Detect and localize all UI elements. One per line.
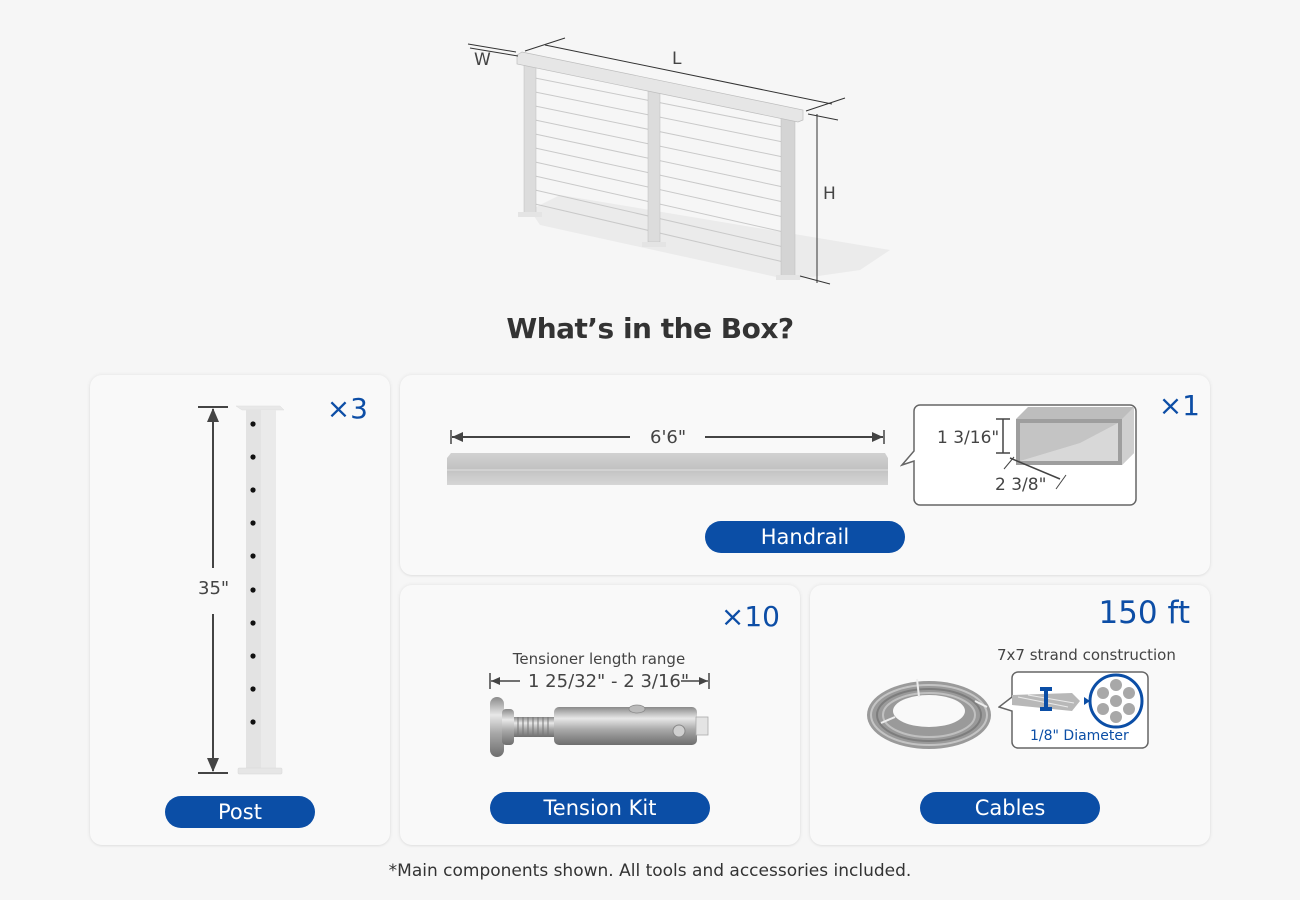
height-label: H: [823, 184, 836, 204]
cable-diameter-label: 1/8" Diameter: [1030, 728, 1129, 744]
railing-diagram: W L H: [380, 30, 920, 300]
footer-note: *Main components shown. All tools and ac…: [388, 861, 912, 881]
width-label: W: [474, 50, 491, 70]
cable-railing-illustration: [467, 37, 890, 285]
post-height-dimension: 35": [198, 578, 230, 599]
handrail-image: [447, 430, 888, 485]
tensioner-range-value: 1 25/32" - 2 3/16": [528, 671, 690, 692]
post-quantity: ×3: [326, 392, 368, 425]
cable-diameter-callout: [998, 671, 1149, 749]
handrail-card: ×1 6'6" 1 3/16" 2 3/8" Handrail: [400, 375, 1210, 575]
cable-construction-caption: 7x7 strand construction: [997, 646, 1176, 664]
post-card: ×3 35" Post: [90, 375, 390, 845]
handrail-label-button[interactable]: Handrail: [705, 521, 905, 553]
handrail-profile-callout: [900, 404, 1137, 506]
handrail-quantity: ×1: [1158, 389, 1200, 422]
tension-kit-card: ×10 Tensioner length range 1 25/32" - 2 …: [400, 585, 800, 845]
tension-kit-quantity: ×10: [720, 600, 780, 633]
cable-coil-image: [867, 678, 991, 749]
tensioner-range-arrows: [489, 673, 710, 689]
post-label-button[interactable]: Post: [165, 796, 315, 828]
cables-length: 150 ft: [1098, 595, 1190, 631]
handrail-profile-height: 1 3/16": [937, 428, 1000, 448]
tensioner-range-caption: Tensioner length range: [512, 650, 686, 668]
handrail-profile-width: 2 3/8": [995, 475, 1047, 495]
tension-kit-image: [490, 697, 709, 757]
handrail-length-dimension: 6'6": [650, 427, 687, 448]
length-label: L: [672, 49, 682, 69]
tension-kit-label-button[interactable]: Tension Kit: [490, 792, 710, 824]
post-image: [198, 405, 285, 775]
cables-card: 150 ft 7x7 strand construction 1/8" Diam…: [810, 585, 1210, 845]
page-title: What’s in the Box?: [506, 312, 794, 345]
cables-label-button[interactable]: Cables: [920, 792, 1100, 824]
